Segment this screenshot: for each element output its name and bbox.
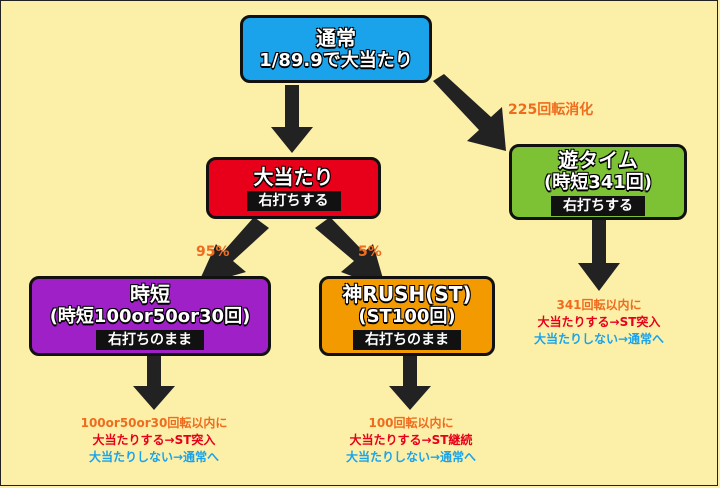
- outcome-jitan-hit: 大当たりする→ST突入: [92, 433, 216, 447]
- node-normal-title: 通常: [316, 26, 356, 50]
- arrow-normal-to-asobi: [433, 74, 506, 151]
- node-jackpot-title: 大当たり: [253, 165, 334, 189]
- arrow-jackpot-to-jitan: [197, 217, 269, 286]
- edge-label-225: 225回転消化: [508, 102, 594, 118]
- outcome-jitan-condition: 100or50or30回転以内に: [80, 416, 228, 430]
- node-asobi-subtitle: (時短341回): [543, 172, 653, 193]
- edge-label-95: 95%: [196, 244, 230, 260]
- node-asobi-title: 遊タイム: [558, 148, 638, 172]
- node-asobi: 遊タイム (時短341回) 右打ちする: [509, 144, 687, 220]
- outcome-jitan: 100or50or30回転以内に 大当たりする→ST突入 大当たりしない→通常へ: [51, 415, 257, 466]
- outcome-asobi: 341回転以内に 大当たりする→ST突入 大当たりしない→通常へ: [501, 297, 697, 348]
- arrow-kamirush-to-outcome: [389, 353, 431, 410]
- node-kamirush-title: 神RUSH(ST): [342, 282, 472, 306]
- node-jitan: 時短 (時短100or50or30回) 右打ちのまま: [29, 276, 271, 356]
- node-normal-subtitle: 1/89.9で大当たり: [259, 50, 413, 71]
- outcome-kamirush: 100回転以内に 大当たりする→ST継続 大当たりしない→通常へ: [313, 415, 509, 466]
- outcome-kamirush-miss: 大当たりしない→通常へ: [345, 450, 477, 464]
- node-jitan-tag: 右打ちのまま: [96, 330, 204, 350]
- outcome-jitan-miss: 大当たりしない→通常へ: [88, 450, 220, 464]
- node-normal: 通常 1/89.9で大当たり: [240, 15, 432, 83]
- node-kamirush-tag: 右打ちのまま: [353, 330, 461, 350]
- node-jitan-subtitle: (時短100or50or30回): [49, 306, 251, 327]
- outcome-kamirush-hit: 大当たりする→ST継続: [349, 433, 473, 447]
- node-jitan-title: 時短: [130, 282, 170, 306]
- node-jackpot-tag: 右打ちする: [246, 191, 341, 211]
- outcome-asobi-condition: 341回転以内に: [556, 298, 642, 312]
- node-kamirush: 神RUSH(ST) (ST100回) 右打ちのまま: [319, 276, 495, 356]
- arrow-jitan-to-outcome: [133, 353, 175, 410]
- outcome-asobi-miss: 大当たりしない→通常へ: [533, 332, 665, 346]
- outcome-kamirush-condition: 100回転以内に: [368, 416, 454, 430]
- node-kamirush-subtitle: (ST100回): [358, 306, 456, 327]
- arrow-asobi-to-outcome: [578, 218, 620, 291]
- outcome-asobi-hit: 大当たりする→ST突入: [537, 315, 661, 329]
- node-jackpot: 大当たり 右打ちする: [206, 157, 381, 219]
- node-asobi-tag: 右打ちする: [551, 196, 645, 216]
- arrow-normal-to-jackpot: [271, 85, 313, 153]
- arrow-jackpot-to-kamirush: [315, 217, 386, 289]
- edge-label-5: 5%: [358, 244, 382, 260]
